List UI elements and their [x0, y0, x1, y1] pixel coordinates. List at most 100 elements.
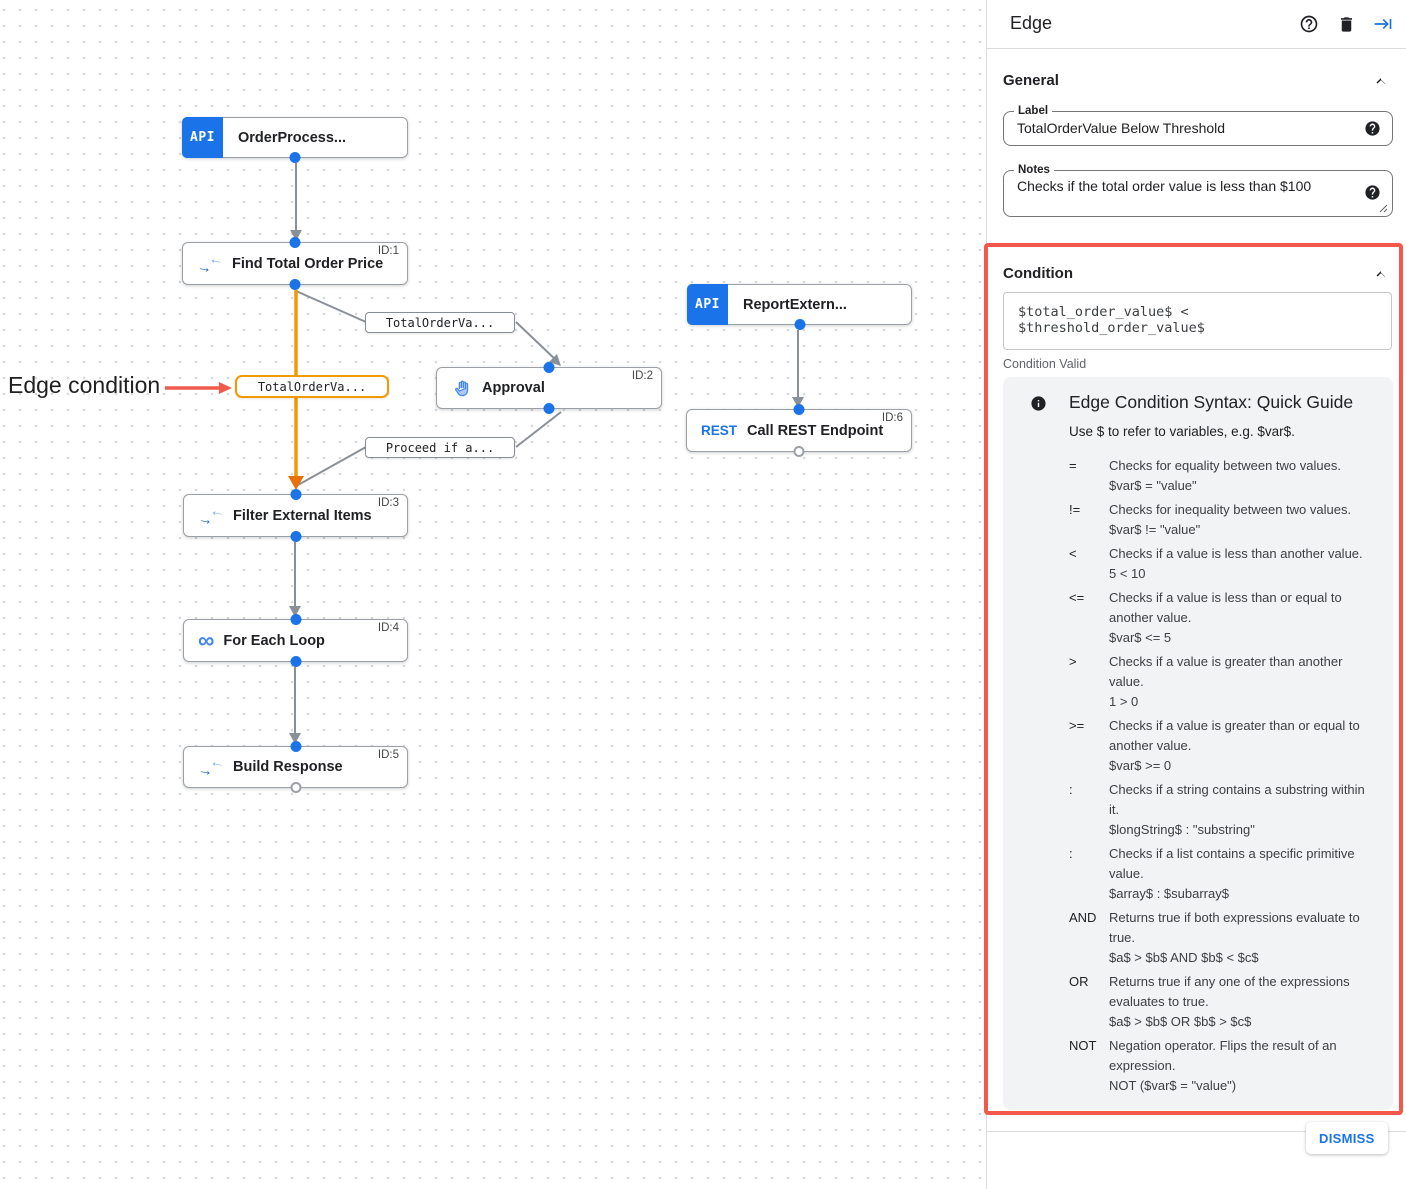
operator-row: >=Checks if a value is greater than or e…: [1069, 716, 1377, 776]
node-order-process[interactable]: API OrderProcess...: [182, 117, 408, 163]
output-port[interactable]: [289, 152, 301, 163]
dismiss-button[interactable]: DISMISS: [1306, 1122, 1388, 1154]
operator-example-text: $a$ > $b$ OR $b$ > $c$: [1109, 1014, 1252, 1029]
operator-desc-text: Checks for inequality between two values…: [1109, 502, 1352, 517]
condition-status: Condition Valid: [1003, 357, 1087, 371]
output-port[interactable]: [289, 279, 301, 290]
node-filter-external-items[interactable]: →← Filter External Items ID:3: [183, 489, 408, 542]
operator-row: : Checks if a string contains a substring…: [1069, 780, 1377, 840]
notes-help-icon[interactable]: [1364, 184, 1381, 206]
node-label: Find Total Order Price: [232, 255, 384, 272]
node-id-badge: ID:4: [377, 622, 399, 634]
resize-handle-icon[interactable]: [1379, 204, 1388, 213]
operator-example-text: $a$ > $b$ AND $b$ < $c$: [1109, 950, 1259, 965]
operator-symbol: >: [1069, 654, 1077, 669]
label-input[interactable]: [1017, 120, 1347, 136]
operator-symbol: <=: [1069, 590, 1085, 605]
node-label: For Each Loop: [223, 632, 325, 649]
operator-row: =Checks for equality between two values.…: [1069, 456, 1377, 496]
input-port[interactable]: [290, 614, 301, 625]
node-for-each-loop[interactable]: ∞ For Each Loop ID:4: [183, 614, 408, 667]
operator-example-text: $var$ = "value": [1109, 478, 1197, 493]
notes-input[interactable]: [1017, 178, 1347, 212]
rest-icon: REST: [701, 423, 738, 438]
output-port[interactable]: [290, 656, 301, 667]
operator-desc-text: Checks if a value is less than another v…: [1109, 546, 1363, 561]
output-port[interactable]: [290, 531, 301, 542]
node-id-badge: ID:1: [377, 245, 399, 257]
edge-connectors: [288, 163, 804, 744]
operator-list: =Checks for equality between two values.…: [1069, 456, 1377, 1096]
operator-description: Checks if a value is less than another v…: [1109, 544, 1377, 584]
operator-example-text: $var$ != "value": [1109, 522, 1201, 537]
input-port[interactable]: [290, 489, 301, 500]
label-field-label: Label: [1014, 104, 1053, 118]
node-call-rest-endpoint[interactable]: REST Call REST Endpoint ID:6: [686, 404, 912, 457]
operator-desc-text: Negation operator. Flips the result of a…: [1109, 1038, 1337, 1073]
annotation-arrow-icon: [165, 382, 232, 394]
operator-description: Returns true if both expressions evaluat…: [1109, 908, 1377, 968]
delete-edge-icon[interactable]: [1336, 14, 1356, 34]
node-find-total-order-price[interactable]: →← Find Total Order Price ID:1: [182, 237, 408, 290]
node-build-response[interactable]: →← Build Response ID:5: [183, 741, 408, 793]
operator-symbol: :: [1069, 846, 1073, 861]
input-port[interactable]: [289, 237, 301, 248]
operator-symbol: :: [1069, 782, 1073, 797]
input-port[interactable]: [290, 741, 301, 752]
operator-symbol: NOT: [1069, 1038, 1097, 1053]
operator-desc-text: Checks for equality between two values.: [1109, 458, 1341, 473]
notes-field-label: Notes: [1014, 163, 1054, 177]
operator-row: NOT Negation operator. Flips the result o…: [1069, 1036, 1377, 1096]
operator-description: Checks if a list contains a specific pri…: [1109, 844, 1377, 904]
api-badge-icon: API: [687, 284, 728, 325]
node-id-badge: ID:2: [631, 370, 653, 382]
data-mapping-icon: →←: [195, 249, 226, 277]
panel-title: Edge: [1010, 13, 1053, 33]
info-icon: [1030, 395, 1047, 417]
help-icon[interactable]: [1299, 14, 1319, 34]
edge-condition-annotation: Edge condition: [8, 372, 161, 398]
operator-example-text: $var$ <= 5: [1109, 630, 1172, 645]
collapse-panel-icon[interactable]: [1373, 14, 1393, 34]
operator-description: Returns true if any one of the expressio…: [1109, 972, 1377, 1032]
node-id-badge: ID:5: [377, 749, 399, 761]
operator-desc-text: Returns true if any one of the expressio…: [1109, 974, 1350, 1009]
edge-label-totalordervalue-to-approval[interactable]: TotalOrderVa...: [365, 312, 515, 333]
output-port[interactable]: [543, 403, 555, 414]
output-port[interactable]: [793, 446, 805, 457]
edge-label-proceed-if-approved[interactable]: Proceed if a...: [365, 437, 515, 458]
operator-symbol: OR: [1069, 974, 1089, 989]
collapse-condition-icon[interactable]: [1372, 265, 1390, 283]
operator-description: Checks if a string contains a substring …: [1109, 780, 1377, 840]
node-label: Build Response: [233, 759, 343, 775]
label-field[interactable]: Label: [1003, 104, 1393, 146]
operator-desc-text: Checks if a value is less than or equal …: [1109, 590, 1342, 625]
operator-desc-text: Checks if a value is greater than anothe…: [1109, 654, 1343, 689]
operator-row: !=Checks for inequality between two valu…: [1069, 500, 1377, 540]
edge-label-totalordervalue-selected[interactable]: TotalOrderVa...: [235, 375, 389, 398]
condition-expression-box[interactable]: [1003, 292, 1392, 350]
node-id-badge: ID:3: [377, 497, 399, 509]
operator-example-text: $longString$ : "substring": [1109, 822, 1255, 837]
operator-description: Checks if a value is less than or equal …: [1109, 588, 1377, 648]
condition-expression-input[interactable]: [1018, 304, 1378, 342]
flow-canvas[interactable]: API OrderProcess... →← Find Total Order …: [0, 0, 986, 1189]
output-port[interactable]: [290, 782, 301, 793]
node-report-external[interactable]: API ReportExtern...: [687, 284, 912, 330]
operator-desc-text: Checks if a list contains a specific pri…: [1109, 846, 1355, 881]
node-label: OrderProcess...: [238, 129, 346, 146]
collapse-general-icon[interactable]: [1372, 72, 1390, 90]
node-label: Approval: [482, 380, 545, 396]
node-label: ReportExtern...: [743, 296, 847, 313]
condition-syntax-guide: Edge Condition Syntax: Quick Guide Use $…: [1003, 377, 1393, 1110]
output-port[interactable]: [794, 319, 805, 330]
guide-intro: Use $ to refer to variables, e.g. $var$.: [1069, 424, 1295, 439]
operator-example-text: 1 > 0: [1109, 694, 1139, 709]
general-section-heading: General: [1003, 72, 1059, 89]
notes-field[interactable]: Notes: [1003, 163, 1393, 217]
input-port[interactable]: [543, 362, 555, 373]
input-port[interactable]: [793, 404, 805, 415]
label-help-icon[interactable]: [1364, 120, 1381, 142]
operator-description: Negation operator. Flips the result of a…: [1109, 1036, 1377, 1096]
node-approval[interactable]: Approval ID:2: [436, 362, 662, 414]
